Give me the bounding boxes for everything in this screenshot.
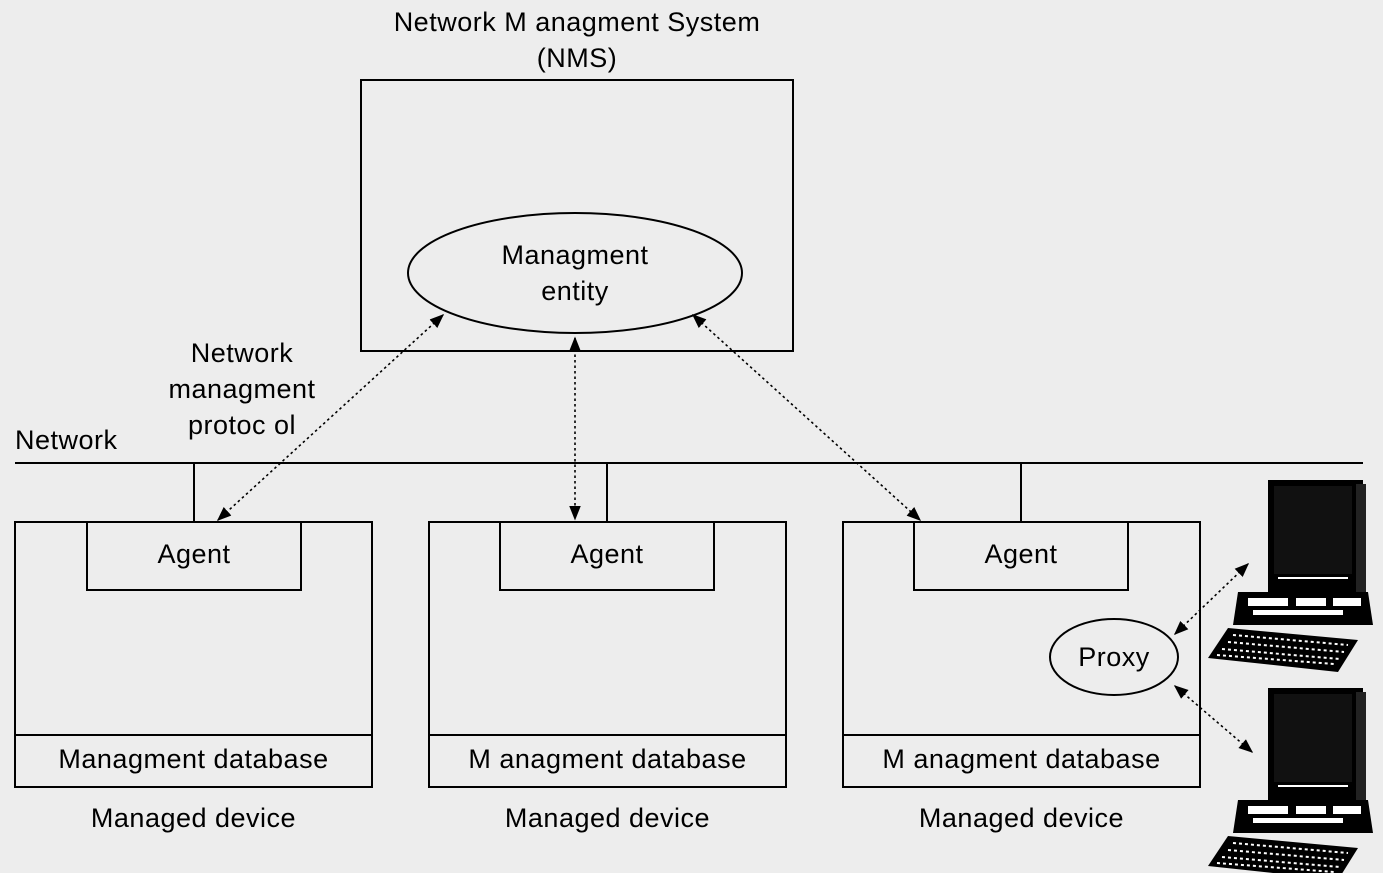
management-database-label: M anagment database xyxy=(468,744,747,774)
management-entity-ellipse xyxy=(407,212,743,334)
protocol-arrow-3 xyxy=(691,314,922,521)
nms-title: Network M anagment System (NMS) xyxy=(393,7,761,73)
protocol-arrow-1 xyxy=(216,314,445,521)
proxy-ellipse xyxy=(1049,618,1179,696)
proxy-arrow-1 xyxy=(1173,563,1250,635)
proxy-label: Proxy xyxy=(1078,642,1150,672)
agent-label: Agent xyxy=(984,539,1058,569)
managed-device-caption: Managed device xyxy=(918,803,1125,833)
agent-label: Agent xyxy=(570,539,644,569)
protocol-label: Network managment protoc ol xyxy=(168,338,316,440)
network-label: Network xyxy=(15,425,118,455)
managed-device-caption: Managed device xyxy=(90,803,297,833)
managed-device-1 xyxy=(14,521,373,788)
desktop-computer-icon xyxy=(1207,479,1374,673)
desktop-computer-icon xyxy=(1207,687,1374,873)
management-entity-label: Managment entity xyxy=(501,240,649,306)
proxy-arrow-2 xyxy=(1173,685,1254,753)
management-database-label: Managment database xyxy=(58,744,329,774)
nms-box xyxy=(360,79,794,352)
managed-device-2 xyxy=(428,521,787,788)
managed-device-3 xyxy=(842,521,1201,788)
management-database-label: M anagment database xyxy=(882,744,1161,774)
managed-device-caption: Managed device xyxy=(504,803,711,833)
agent-label: Agent xyxy=(157,539,231,569)
